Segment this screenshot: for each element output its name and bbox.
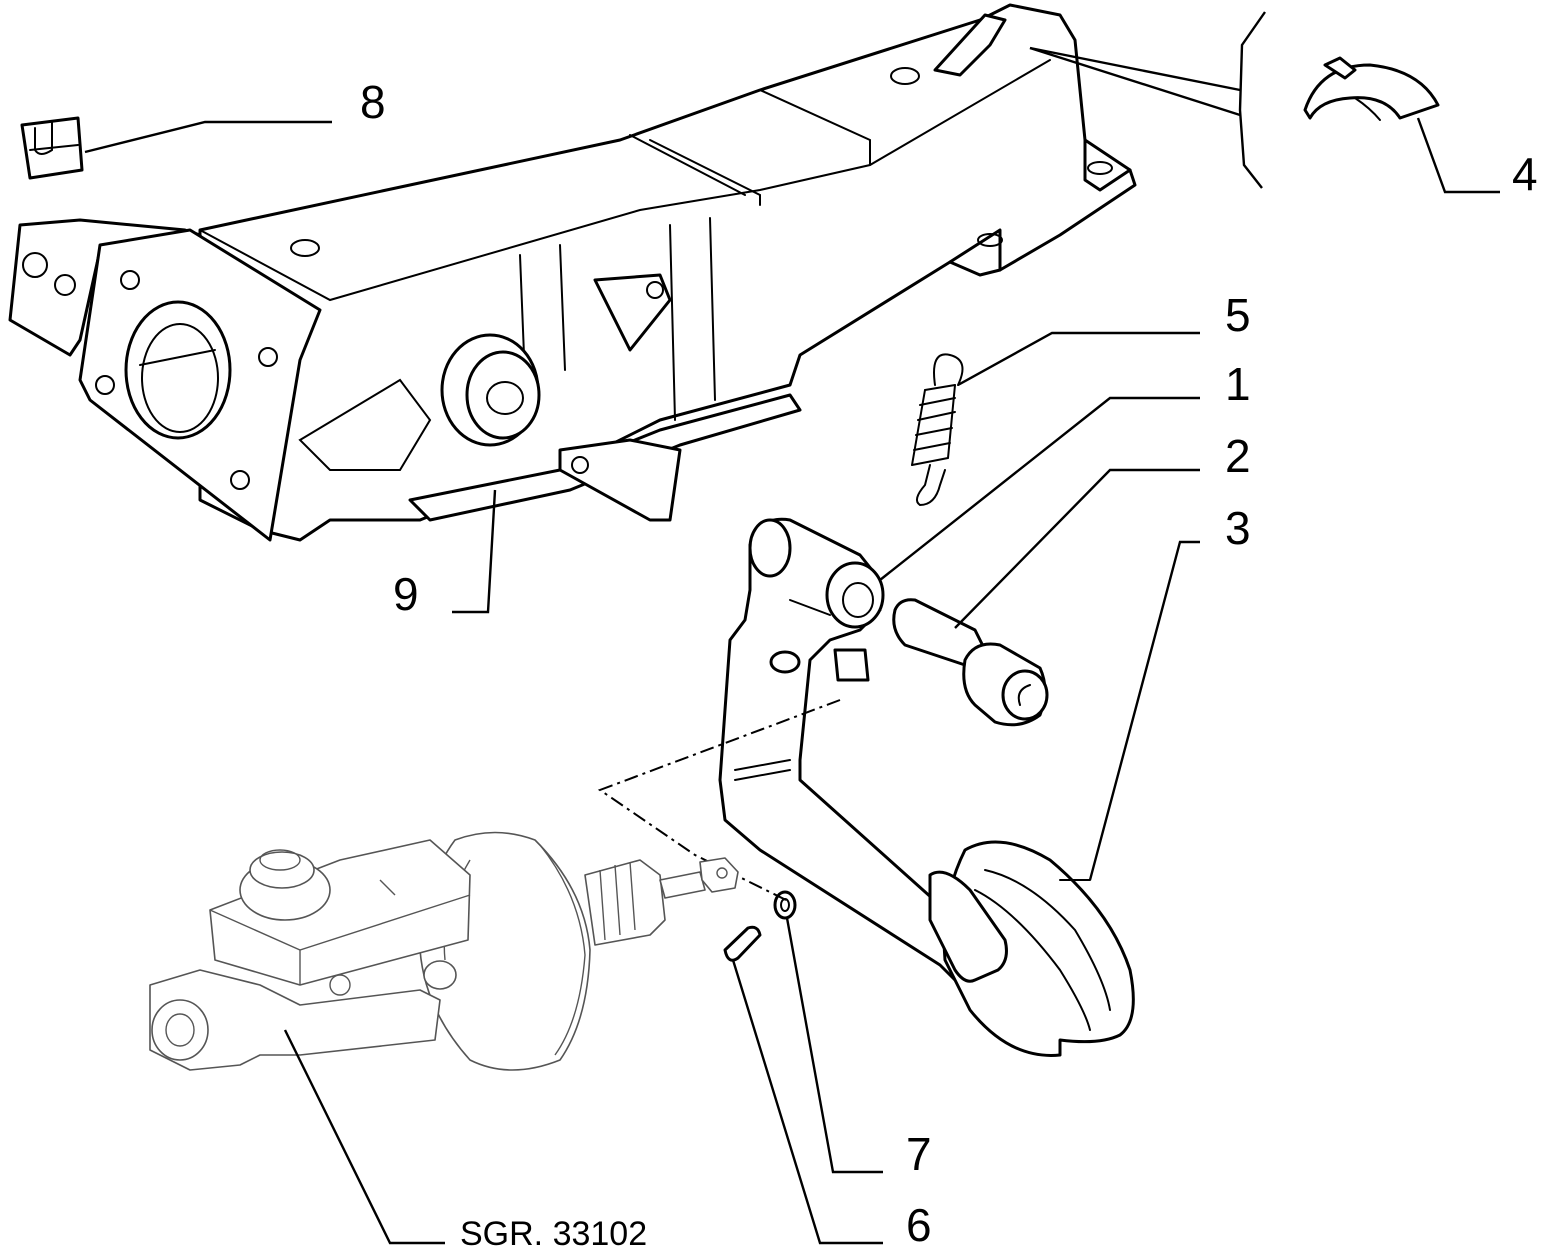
pedal-pad-part-3: [928, 840, 1135, 1057]
assembly-guide-line: [597, 699, 841, 903]
brake-booster-master-cylinder: [149, 831, 739, 1071]
callout-1: 1: [1225, 358, 1251, 410]
callout-3: 3: [1225, 502, 1251, 554]
leader-lines: [84, 46, 1500, 1245]
callout-5: 5: [1225, 289, 1251, 341]
callout-9: 9: [393, 568, 419, 620]
callout-6: 6: [906, 1199, 932, 1247]
callout-8: 8: [360, 76, 386, 128]
split-pin-part-6: [723, 925, 762, 962]
bushing-part-4: [1303, 56, 1440, 121]
callout-4: 4: [1512, 148, 1538, 200]
callout-2: 2: [1225, 430, 1251, 482]
drawing-reference: SGR. 33102: [460, 1215, 647, 1247]
return-spring-part-5: [911, 353, 964, 507]
pedal-bracket: [8, 3, 1137, 542]
callout-7: 7: [906, 1128, 932, 1180]
pivot-pin-part-2: [892, 598, 1049, 727]
clip-part-8: [20, 116, 84, 180]
brake-pedal-part-1: [718, 517, 1002, 992]
break-mark: [1238, 11, 1266, 189]
